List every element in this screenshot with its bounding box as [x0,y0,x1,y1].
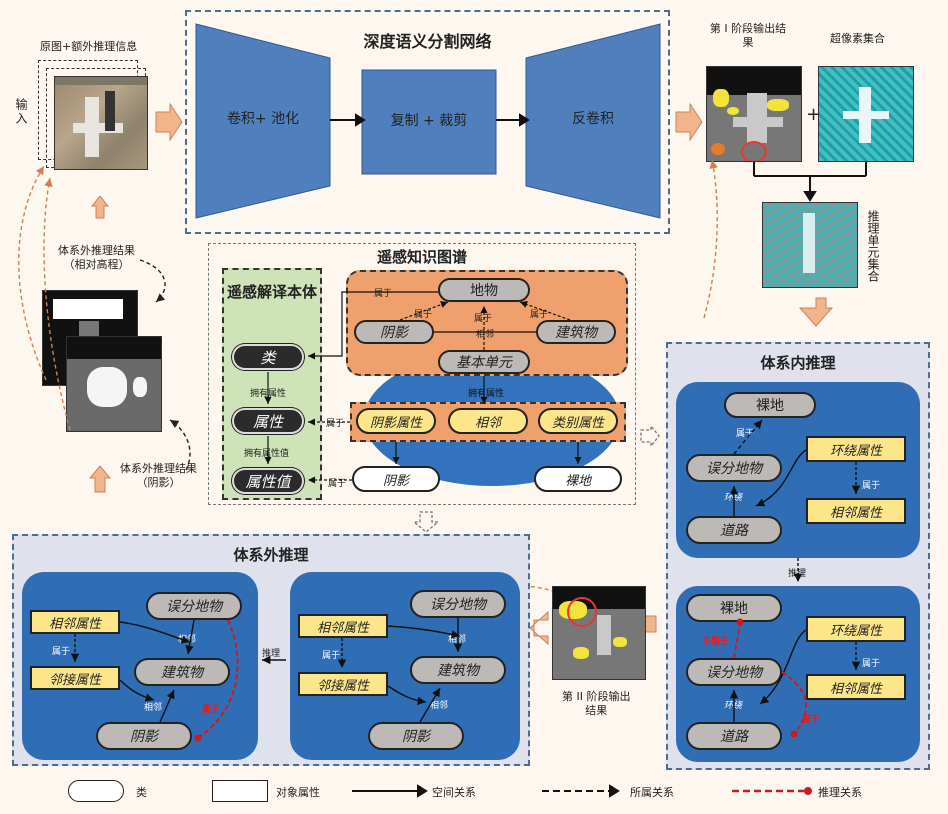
inner-adj-attr-2: 相邻属性 [806,674,906,700]
kg-bare-value: 裸地 [534,466,622,492]
kg-box [208,243,636,505]
kg-belongs-to-left: 属于 [326,419,345,429]
segnet-conv: 卷积+ 池化 [226,111,300,127]
inner-not-belongs: 不属于 [702,637,730,647]
stage1-caption: 第 I 阶段输出结果 [709,22,787,49]
stage1-image [706,66,802,162]
segnet-box [185,10,670,234]
plus-sign: + [806,104,822,125]
kg-basic-unit: 基本单元 [438,350,530,374]
kg-shadow-attr: 阴影属性 [356,408,436,434]
outer-r-belongs: 属于 [322,651,341,661]
kg-belongs-to-3: 属于 [530,310,549,320]
ontology-title: 遥感解译本体 [226,283,317,301]
segnet-deconv: 反卷积 [572,111,614,127]
reasoning-units-image [762,202,858,288]
ontology-has-attr-value: 拥有属性值 [244,449,290,459]
inner-surround-attr-1: 环绕属性 [806,436,906,462]
kg-belongs-to-left2: 属于 [328,479,347,489]
kg-class-attr: 类别属性 [538,408,618,434]
kg-feature: 地物 [438,278,530,302]
kg-adjacent: 相邻 [476,330,495,340]
kg-shadow-value: 阴影 [352,466,440,492]
input-side-label: 输入 [14,98,28,126]
input-caption: 原图+额外推理信息 [40,40,138,53]
inner-bare-1: 裸地 [724,392,816,418]
inner-belongs-3: 属于 [862,659,881,669]
inner-misclass-2: 误分地物 [686,658,782,686]
outer-l-misclass: 误分地物 [146,592,242,620]
inner-around-2: 环绕 [724,701,743,711]
outer-r-adjacent-2: 相邻 [430,701,449,711]
ontology-attr-value: 属性值 [232,468,304,494]
inner-bare-2: 裸地 [686,594,782,622]
kg-has-attr: 拥有属性 [468,389,505,399]
kg-adj-attr: 相邻 [448,408,528,434]
inner-title: 体系内推理 [760,354,836,372]
legend-class-swatch [68,780,124,802]
inner-belongs-2: 属于 [862,481,881,491]
outer-infer: 推理 [262,649,281,659]
superpixel-caption: 超像素集合 [830,32,885,45]
legend-membership: 所属关系 [630,786,674,799]
ontology-attribute: 属性 [232,408,304,434]
outer-l-adj-attr: 相邻属性 [30,610,120,634]
inner-belongs-1: 属于 [736,429,755,439]
segnet-copy: 复制 + 裁剪 [390,113,468,129]
inner-surround-attr-2: 环绕属性 [806,616,906,642]
kg-title: 遥感知识图谱 [376,248,467,266]
kg-building: 建筑物 [536,320,616,344]
outer-l-shadow: 阴影 [96,722,192,750]
outer-title: 体系外推理 [233,546,309,564]
outer-l-adjacent-2: 相邻 [144,703,163,713]
outer-l-contig-attr: 邻接属性 [30,666,120,690]
legend-attr: 对象属性 [276,786,320,799]
input-image [54,76,148,170]
inner-road-1: 道路 [686,516,782,544]
outer-r-shadow: 阴影 [368,722,464,750]
outer-l-belongs: 属于 [52,647,71,657]
superpixel-image [818,66,914,162]
kg-belongs-to-4: 属于 [474,314,493,324]
stage2-image [552,586,646,680]
legend-reasoning: 推理关系 [818,786,862,799]
reasoning-units-caption: 推理单元集合 [866,210,880,282]
outer-r-contig-attr: 邻接属性 [298,672,388,696]
ontology-panel [222,268,322,500]
kg-belongs-to-1: 属于 [374,289,393,299]
outer-r-misclass: 误分地物 [410,590,506,618]
legend-spatial: 空间关系 [432,786,476,799]
outer-l-building: 建筑物 [134,658,230,686]
ontology-class: 类 [232,344,304,370]
outer-r-adj-attr: 相邻属性 [298,614,388,638]
elev-image-front [66,336,162,432]
kg-shadow: 阴影 [354,320,434,344]
inner-belongs-red: 属于 [802,715,821,725]
outer-r-building: 建筑物 [410,656,506,684]
outer-result-elev-caption: 体系外推理结果 （相对高程） [58,244,135,271]
inner-around-1: 环绕 [724,493,743,503]
legend-class: 类 [136,786,147,799]
outer-result-shadow-caption: 体系外推理结果 （阴影） [120,462,197,489]
stage2-caption: 第 II 阶段输出 结果 [562,690,631,717]
inner-misclass-1: 误分地物 [686,454,782,482]
kg-belongs-to-2: 属于 [414,310,433,320]
outer-l-belongs-red: 属于 [202,705,221,715]
inner-adj-attr-1: 相邻属性 [806,498,906,524]
segnet-title: 深度语义分割网络 [363,32,492,51]
inner-road-2: 道路 [686,722,782,750]
outer-r-adjacent-1: 相邻 [448,635,467,645]
legend-attr-swatch [212,780,268,802]
